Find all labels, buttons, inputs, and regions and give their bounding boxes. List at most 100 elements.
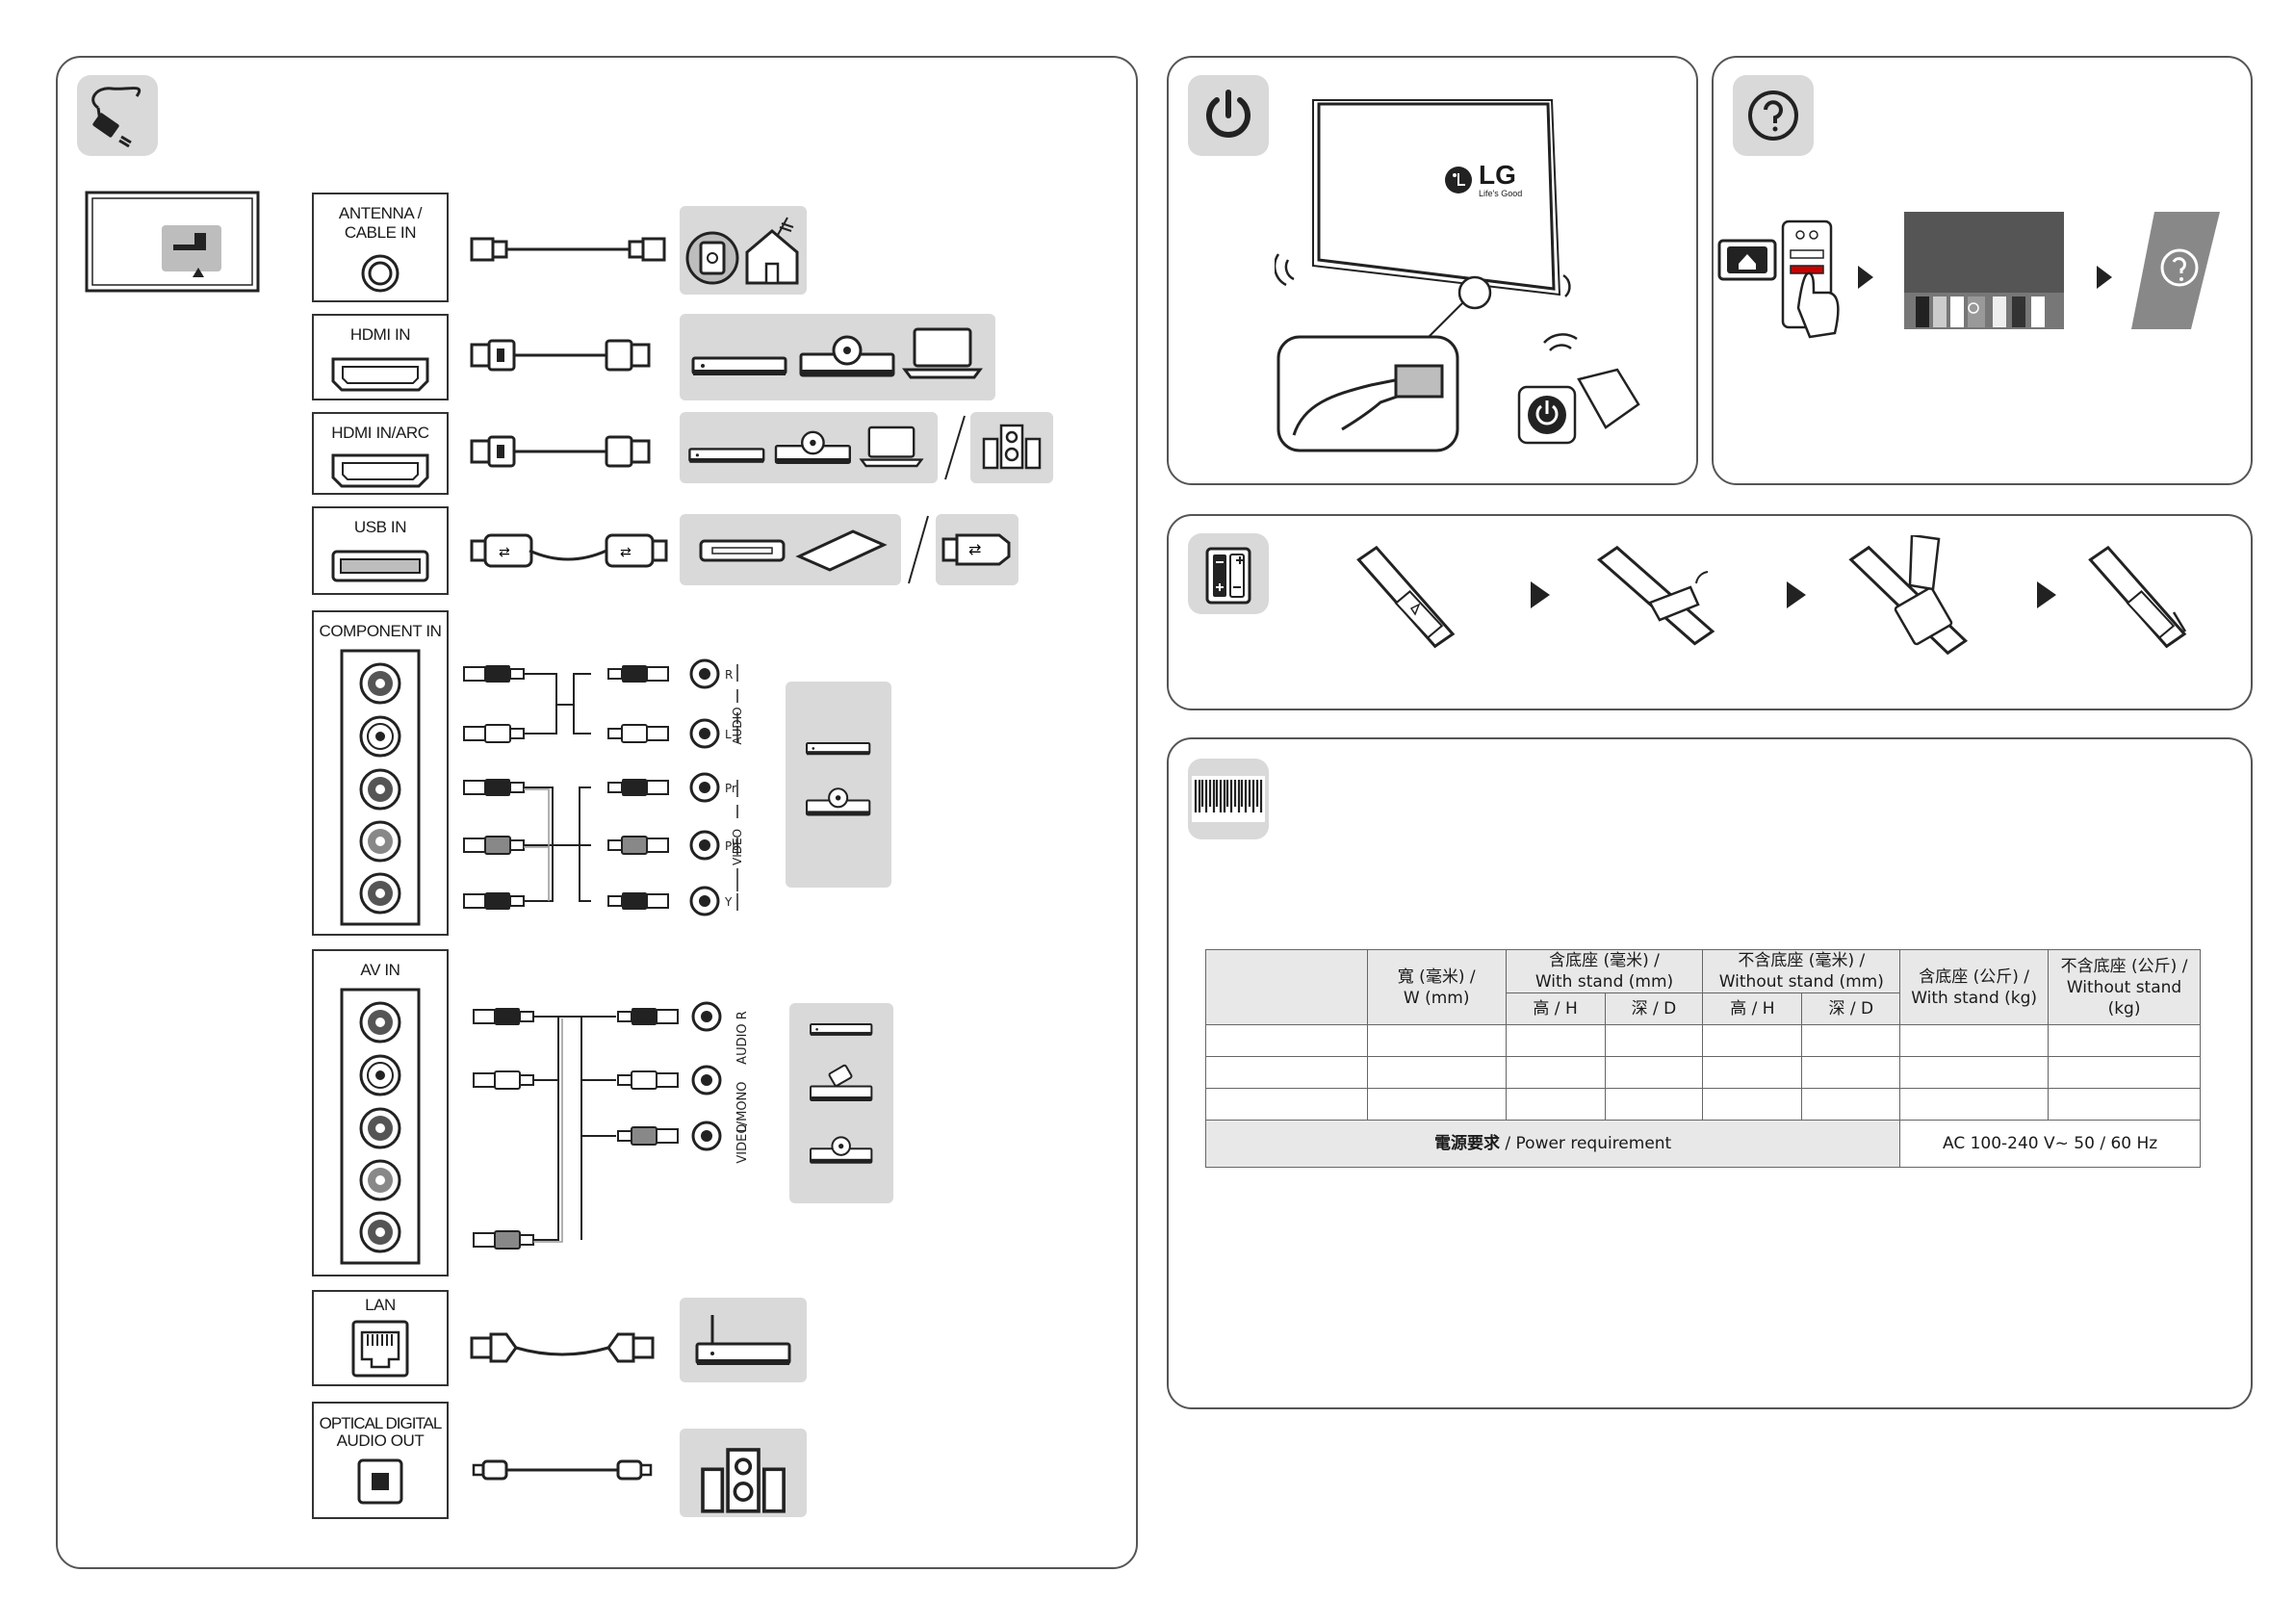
component-jack-l: L — [725, 728, 732, 741]
optical-port-icon — [357, 1458, 403, 1505]
optical-cable-icon — [472, 1459, 653, 1481]
antenna-device-box — [680, 206, 807, 295]
table-row — [1205, 1056, 2201, 1089]
hdmi-port-icon — [331, 357, 429, 392]
hdmi-devices-icon — [691, 327, 982, 379]
usb-cable-icon: ⇄⇄ — [470, 533, 668, 568]
spec-power-label: 電源要求 / Power requirement — [1204, 1120, 1901, 1168]
connection-diagram: ⇄⇄ R L Pr Pb Y A — [463, 237, 750, 1481]
coax-cable-icon — [470, 237, 666, 262]
svg-text:⇄: ⇄ — [968, 540, 981, 558]
battery-panel — [1167, 514, 2253, 710]
usb-port-icon — [331, 550, 429, 582]
av-jacks-icon — [340, 988, 421, 1265]
av-audio-r-label: AUDIO R — [735, 1011, 750, 1065]
component-jack-r: R — [725, 668, 733, 682]
table-row — [1205, 1024, 2201, 1057]
lan-label: LAN — [365, 1296, 396, 1314]
lan-port-icon — [351, 1320, 409, 1378]
hdmi-port-box: HDMI IN — [312, 314, 449, 400]
question-icon — [1748, 90, 1798, 141]
barcode-icon — [1192, 776, 1265, 822]
av-label: AV IN — [360, 961, 400, 979]
usb-devices-icon — [699, 529, 888, 572]
lg-brand: LG — [1479, 160, 1516, 190]
spec-table: 寬 (毫米) /W (mm) 含底座 (毫米) /With stand (mm)… — [1204, 949, 2201, 1168]
help-steps-illustration — [1717, 212, 2220, 339]
optical-label-line2: AUDIO OUT — [336, 1431, 425, 1450]
cable-icon-badge — [77, 75, 158, 156]
usb-stick-box: ⇄ — [936, 514, 1019, 585]
component-label: COMPONENT IN — [319, 622, 442, 640]
table-row — [1205, 1088, 2201, 1121]
lan-cable-icon — [470, 1332, 655, 1363]
speakers-icon-optical — [701, 1448, 786, 1513]
spec-without-stand-h: 高 / H — [1702, 992, 1803, 1025]
spec-with-stand-h: 高 / H — [1505, 992, 1606, 1025]
power-icon — [1206, 90, 1251, 138]
optical-port-box: OPTICAL DIGITAL AUDIO OUT — [312, 1402, 449, 1519]
battery-icon — [1205, 547, 1251, 605]
spec-weight-without-header: 不含底座 (公斤) /Without stand (kg) — [2048, 949, 2201, 1025]
lg-logo-icon — [1445, 167, 1472, 193]
component-device-box — [786, 682, 891, 888]
usb-stick-icon: ⇄ — [941, 533, 1011, 566]
svg-text:⇄: ⇄ — [499, 545, 510, 560]
component-cables-icon — [463, 658, 738, 916]
usb-label: USB IN — [353, 518, 407, 536]
antenna-port-box: ANTENNA / CABLE IN — [312, 193, 449, 302]
av-audio-l-label: L/MONO — [735, 1081, 750, 1132]
spec-power-value: AC 100-240 V~ 50 / 60 Hz — [1899, 1120, 2201, 1168]
spec-without-stand-d: 深 / D — [1801, 992, 1901, 1025]
help-icon-badge — [1733, 75, 1814, 156]
hdmi-cable-icon — [470, 339, 651, 372]
component-jack-y: Y — [724, 895, 733, 909]
component-jack-pb: Pb — [725, 839, 739, 853]
connections-panel — [56, 56, 1138, 1569]
battery-icon-badge — [1188, 533, 1269, 614]
component-port-box: COMPONENT IN — [312, 610, 449, 936]
av-devices-icon — [810, 1023, 873, 1164]
hdmi-arc-port-box: HDMI IN/ARC — [312, 412, 449, 495]
soundbar-device-box — [970, 412, 1053, 483]
cable-icon — [91, 87, 141, 148]
power-icon-badge — [1188, 75, 1269, 156]
optical-label-line1: OPTICAL DIGITAL — [319, 1414, 443, 1432]
antenna-label: ANTENNA / CABLE IN — [338, 204, 423, 242]
usb-device-box — [680, 514, 901, 585]
av-device-box — [789, 1003, 893, 1203]
spec-width-header: 寬 (毫米) /W (mm) — [1366, 949, 1507, 1025]
lg-slogan: Life's Good — [1479, 189, 1523, 198]
router-icon — [695, 1315, 791, 1365]
coax-jack-icon — [361, 254, 400, 293]
hdmi-arc-label: HDMI IN/ARC — [331, 424, 429, 442]
svg-text:⇄: ⇄ — [620, 545, 632, 560]
component-audio-label: AUDIO — [731, 707, 744, 744]
hdmi-arc-devices-icon — [688, 425, 923, 468]
hdmi-arc-cable-icon — [470, 435, 651, 468]
hdmi-arc-device-box — [680, 412, 938, 483]
component-jack-pr: Pr — [725, 782, 736, 795]
slash-divider-usb — [908, 515, 929, 584]
usb-port-box: USB IN — [312, 506, 449, 595]
antenna-house-icon — [685, 217, 799, 285]
spec-model-header — [1205, 949, 1368, 1025]
component-video-label: VIDEO — [731, 829, 744, 865]
lan-device-box — [680, 1298, 807, 1382]
tv-rear-thumbnail — [85, 191, 260, 293]
help-panel — [1712, 56, 2253, 485]
tv-power-illustration — [1275, 99, 1640, 452]
spec-without-stand-header: 不含底座 (毫米) /Without stand (mm) — [1702, 949, 1901, 993]
barcode-icon-badge — [1188, 759, 1269, 839]
spec-with-stand-header: 含底座 (毫米) /With stand (mm) — [1505, 949, 1704, 993]
lan-port-box: LAN — [312, 1290, 449, 1386]
speakers-icon — [982, 424, 1042, 470]
hdmi-arc-port-icon — [331, 453, 429, 488]
lg-logo: LG Life's Good — [1444, 162, 1522, 198]
av-cables-icon — [473, 1001, 722, 1250]
hdmi-device-box — [680, 314, 995, 400]
component-devices-icon — [805, 741, 871, 816]
spec-with-stand-d: 深 / D — [1604, 992, 1704, 1025]
component-jacks-icon — [340, 649, 421, 926]
av-port-box: AV IN — [312, 949, 449, 1276]
